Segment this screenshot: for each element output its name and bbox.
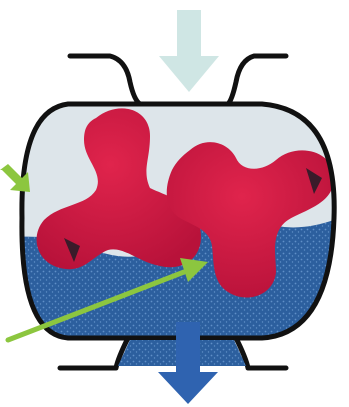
pump-chamber: [0, 100, 349, 345]
inlet-flange-right: [228, 56, 286, 104]
inlet-flange-left: [70, 56, 140, 104]
outlet-flange-left: [60, 338, 128, 368]
inlet-arrow: [159, 10, 219, 92]
